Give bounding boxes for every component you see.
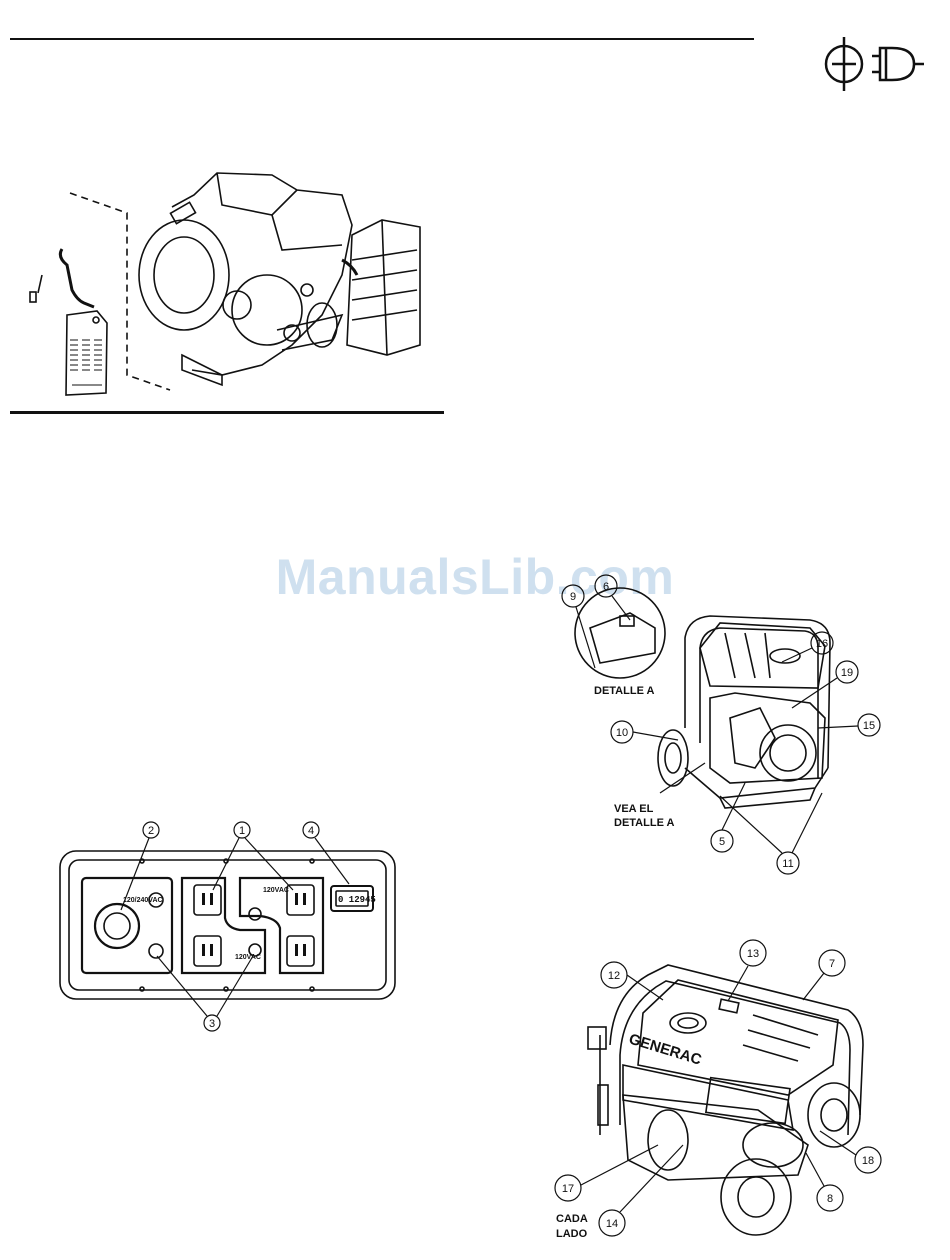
detail-a-label: DETALLE A bbox=[594, 685, 655, 697]
front-callout-14: 14 bbox=[606, 1218, 618, 1230]
detail-a-circle bbox=[575, 588, 665, 678]
top-rule bbox=[10, 38, 754, 40]
control-panel-drawing: 2 1 4 3 120/240VAC 120VAC 120VAC 0 12945 bbox=[55, 818, 405, 1048]
engine-section-rule bbox=[10, 411, 444, 414]
panel-callout-1: 1 bbox=[239, 825, 245, 837]
front-callout-12: 12 bbox=[608, 970, 620, 982]
each-side-line1: CADA bbox=[556, 1213, 588, 1225]
rear-callout-11: 11 bbox=[782, 858, 793, 870]
front-callout-17: 17 bbox=[562, 1183, 574, 1195]
see-detail-line1: VEA EL bbox=[614, 803, 654, 815]
panel-callout-2: 2 bbox=[148, 825, 154, 837]
rear-callout-16: 16 bbox=[816, 638, 828, 650]
engine-drawing bbox=[22, 165, 442, 410]
section-icons bbox=[822, 34, 932, 99]
front-callout-8: 8 bbox=[827, 1193, 833, 1205]
panel-callout-4: 4 bbox=[308, 825, 314, 837]
rear-view-drawing: 9 6 16 19 15 10 5 11 DETALLE A VEA EL DE… bbox=[560, 568, 890, 893]
power-plug-icon bbox=[872, 48, 924, 80]
see-detail-line2: DETALLE A bbox=[614, 817, 675, 829]
each-side-line2: LADO bbox=[556, 1228, 588, 1240]
front-view-drawing: GENERAC 12 13 7 18 8 17 14 CADA bbox=[548, 935, 898, 1250]
rear-callout-5: 5 bbox=[719, 836, 725, 848]
hour-meter-readout: 0 12945 bbox=[338, 895, 376, 905]
rear-callout-15: 15 bbox=[863, 720, 875, 732]
rear-callout-9: 9 bbox=[570, 591, 576, 603]
outlet-group-2-label: 120VAC bbox=[263, 887, 289, 894]
front-callout-13: 13 bbox=[747, 948, 759, 960]
rear-callout-6: 6 bbox=[603, 581, 609, 593]
rear-callout-19: 19 bbox=[841, 667, 853, 679]
panel-callout-3: 3 bbox=[209, 1018, 215, 1030]
front-callout-18: 18 bbox=[862, 1155, 874, 1167]
fuel-tank-icon bbox=[826, 37, 862, 91]
rear-callout-10: 10 bbox=[616, 727, 628, 739]
front-callout-7: 7 bbox=[829, 958, 835, 970]
twistlock-label: 120/240VAC bbox=[123, 897, 163, 904]
outlet-group-1-label: 120VAC bbox=[235, 954, 261, 961]
